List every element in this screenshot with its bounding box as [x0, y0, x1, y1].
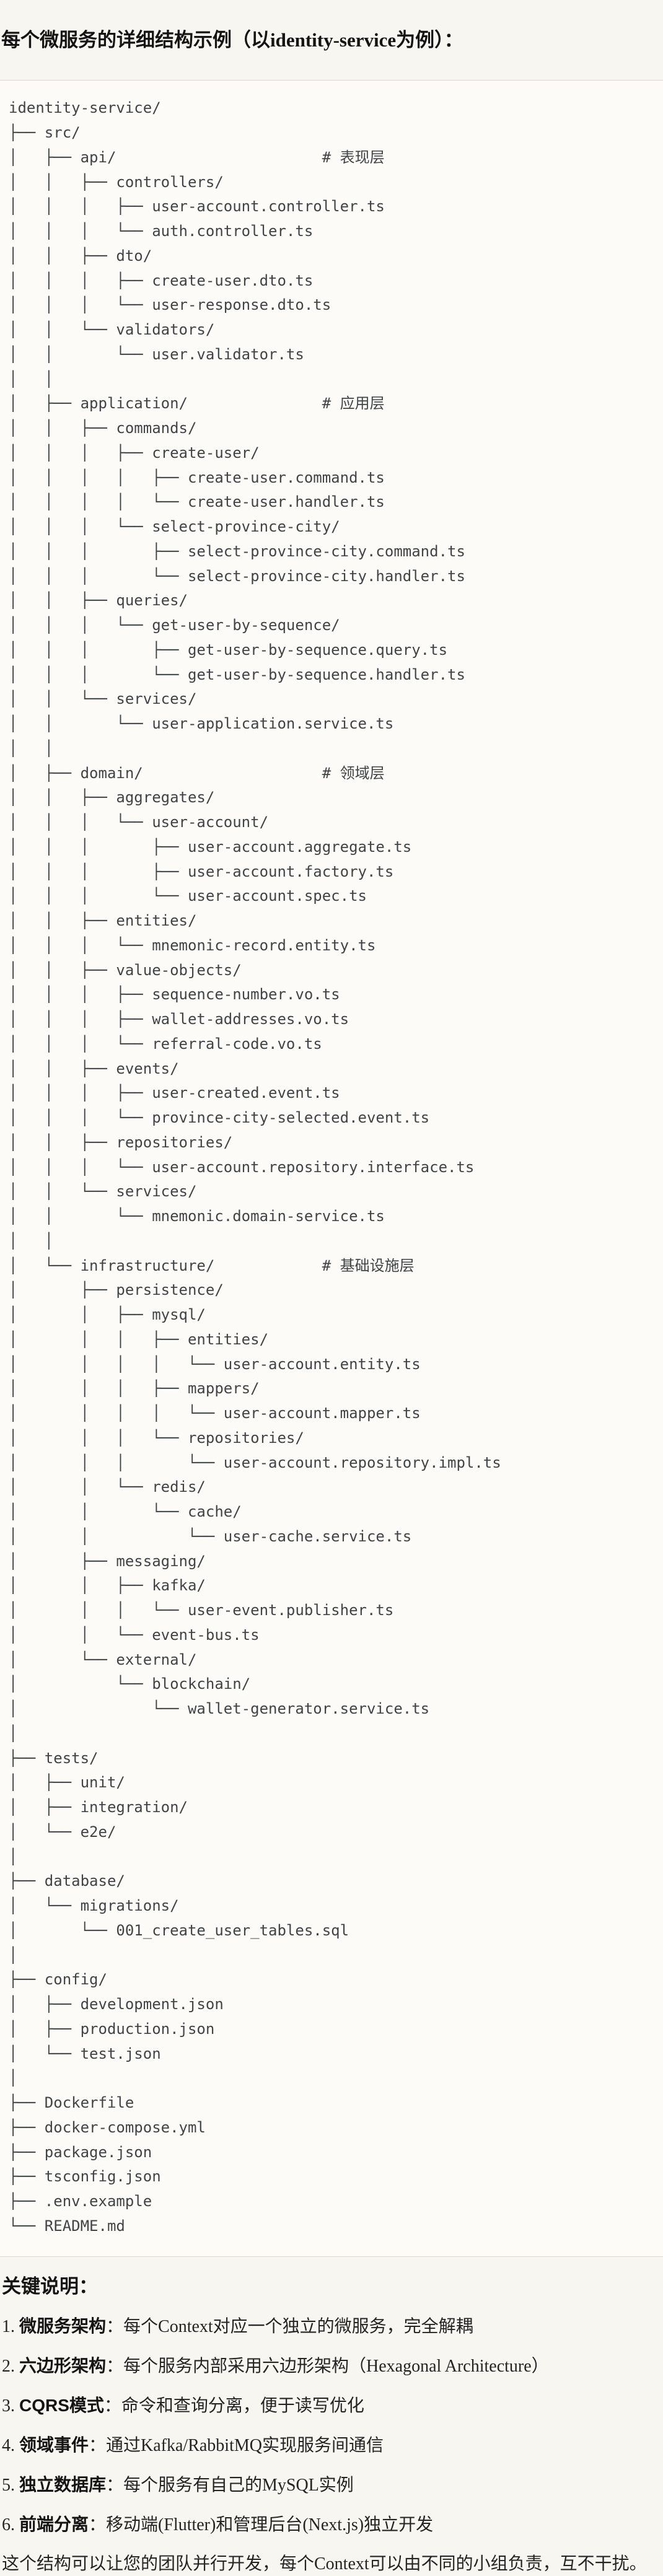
document: 每个微服务的详细结构示例（以identity-service为例）： ident…	[0, 16, 663, 2576]
item-label: 六边形架构	[19, 2355, 107, 2375]
code-block: identity-service/ ├── src/ │ ├── api/ # …	[0, 80, 663, 2257]
item-number: 1.	[2, 2316, 15, 2336]
item-number: 6.	[2, 2515, 15, 2534]
item-number: 4.	[2, 2435, 15, 2455]
item-label: 微服务架构	[19, 2316, 107, 2336]
key-note-item-4: 4.领域事件：通过Kafka/RabbitMQ实现服务间通信	[2, 2434, 661, 2458]
item-number: 5.	[2, 2475, 15, 2495]
item-label: CQRS模式	[19, 2395, 104, 2415]
item-text: ：通过Kafka/RabbitMQ实现服务间通信	[89, 2435, 384, 2455]
key-note-item-5: 5.独立数据库：每个服务有自己的MySQL实例	[2, 2473, 661, 2497]
key-notes-list: 1.微服务架构：每个Context对应一个独立的微服务，完全解耦 2.六边形架构…	[2, 2315, 661, 2537]
key-note-item-6: 6.前端分离：移动端(Flutter)和管理后台(Next.js)独立开发	[2, 2513, 661, 2537]
key-notes-section: 关键说明： 1.微服务架构：每个Context对应一个独立的微服务，完全解耦 2…	[0, 2274, 663, 2576]
key-notes-heading: 关键说明：	[2, 2275, 98, 2297]
item-number: 2.	[2, 2356, 15, 2376]
item-label: 独立数据库	[19, 2474, 107, 2494]
item-label: 前端分离	[19, 2514, 89, 2534]
item-text: ：每个Context对应一个独立的微服务，完全解耦	[106, 2316, 473, 2336]
item-text: ：每个服务内部采用六边形架构（Hexagonal Architecture）	[106, 2356, 549, 2376]
item-text: ：移动端(Flutter)和管理后台(Next.js)独立开发	[89, 2515, 434, 2534]
item-text: ：每个服务有自己的MySQL实例	[106, 2475, 354, 2495]
directory-tree: identity-service/ ├── src/ │ ├── api/ # …	[9, 99, 501, 2235]
key-note-item-2: 2.六边形架构：每个服务内部采用六边形架构（Hexagonal Architec…	[2, 2354, 661, 2378]
page-title: 每个微服务的详细结构示例（以identity-service为例）：	[1, 28, 463, 51]
item-label: 领域事件	[19, 2435, 89, 2455]
closing-paragraph: 这个结构可以让您的团队并行开发，每个Context可以由不同的小组负责，互不干扰…	[2, 2554, 647, 2574]
key-note-item-1: 1.微服务架构：每个Context对应一个独立的微服务，完全解耦	[2, 2315, 661, 2339]
item-text: ：命令和查询分离，便于读写优化	[103, 2396, 364, 2416]
key-note-item-3: 3.CQRS模式：命令和查询分离，便于读写优化	[2, 2394, 661, 2418]
item-number: 3.	[2, 2396, 15, 2416]
